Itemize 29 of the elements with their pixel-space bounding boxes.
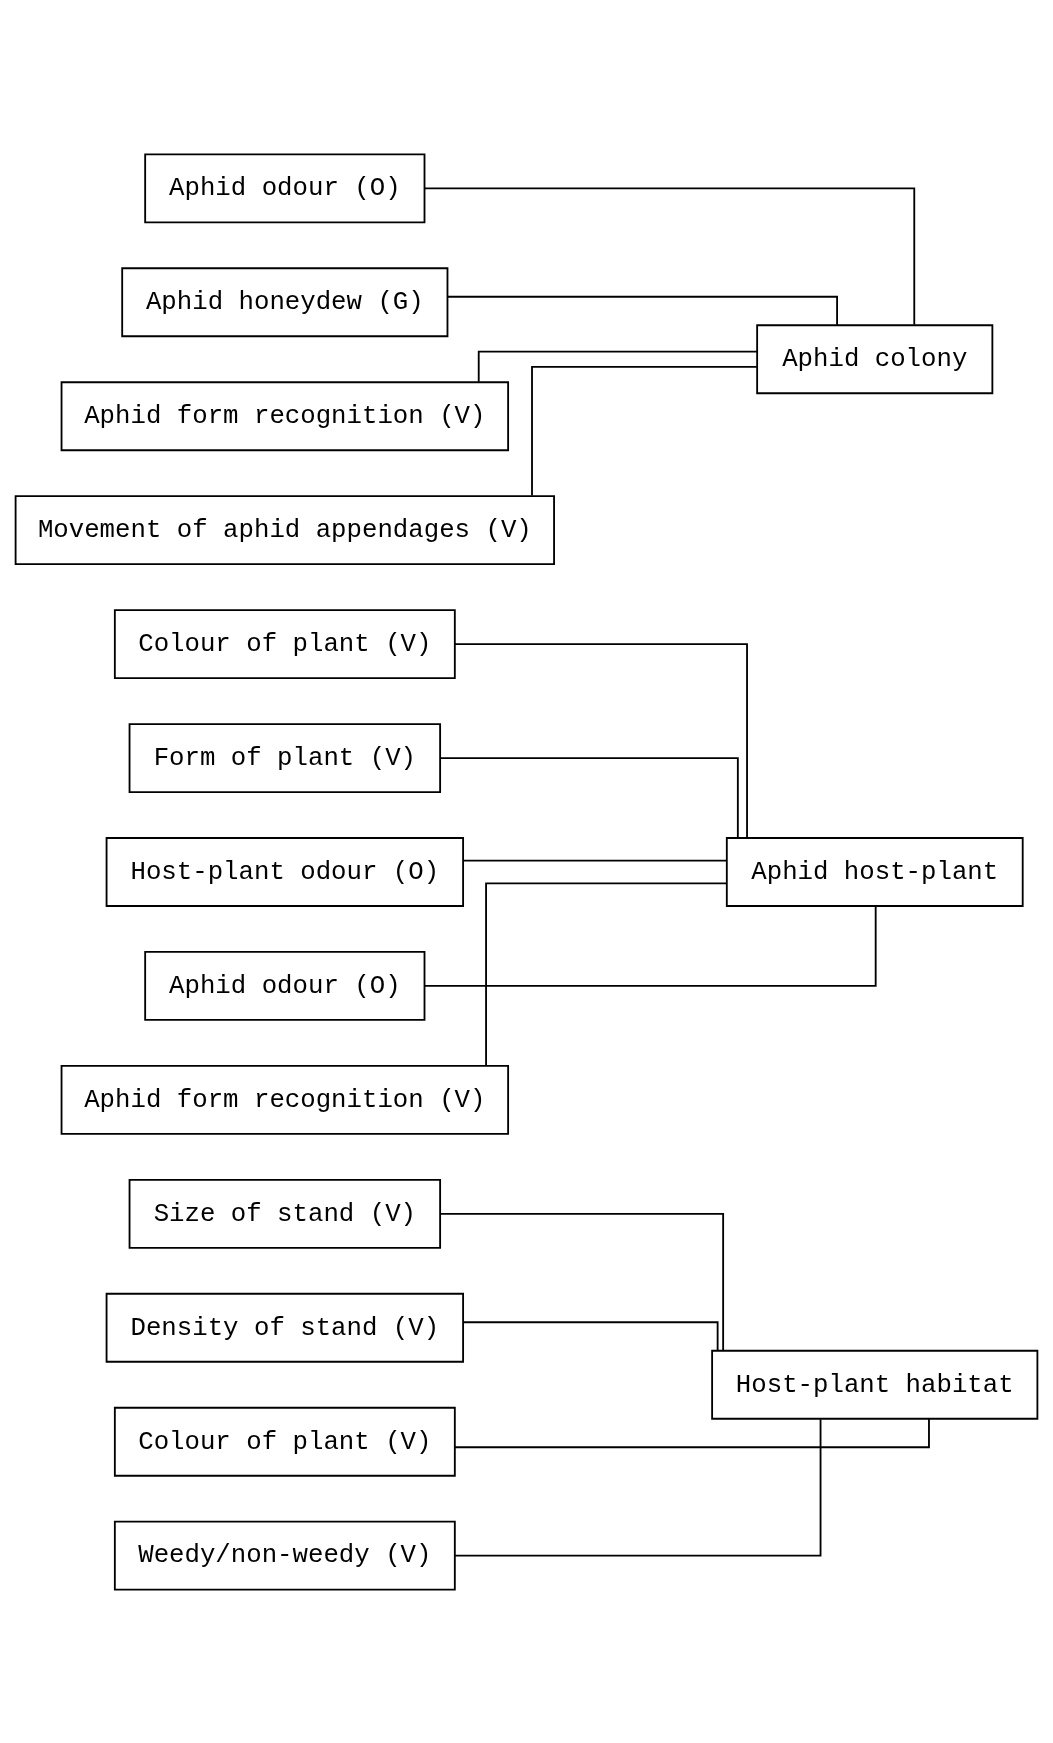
- node-box: Colour of plant (V): [113, 1406, 456, 1477]
- node-box: Movement of aphid appendages (V): [14, 494, 555, 565]
- connector: [477, 350, 758, 383]
- node-box: Density of stand (V): [105, 1292, 465, 1363]
- node-box: Host-plant odour (O): [105, 836, 465, 907]
- connector: [485, 881, 728, 1066]
- connector: [531, 365, 758, 496]
- node-box: Colour of plant (V): [113, 608, 456, 679]
- node-box: Aphid colony: [756, 323, 994, 394]
- connector: [454, 642, 748, 839]
- node-box: Aphid honeydew (G): [121, 266, 449, 337]
- connector: [462, 1320, 719, 1351]
- node-box: Weedy/non-weedy (V): [113, 1520, 456, 1591]
- node-box: Aphid form recognition (V): [60, 380, 510, 451]
- connector: [423, 904, 877, 987]
- node-box: Aphid odour (O): [144, 152, 426, 223]
- connector: [439, 1212, 725, 1351]
- node-box: Form of plant (V): [128, 722, 442, 793]
- connector: [446, 295, 838, 326]
- connector: [462, 859, 728, 862]
- node-box: Aphid host-plant: [725, 836, 1024, 907]
- connector: [454, 1417, 822, 1557]
- node-box: Aphid odour (O): [144, 950, 426, 1021]
- connector: [454, 1417, 930, 1448]
- node-box: Size of stand (V): [128, 1178, 442, 1249]
- node-box: Aphid form recognition (V): [60, 1064, 510, 1135]
- node-box: Host-plant habitat: [711, 1349, 1039, 1420]
- connector: [423, 186, 916, 326]
- connector: [439, 756, 739, 839]
